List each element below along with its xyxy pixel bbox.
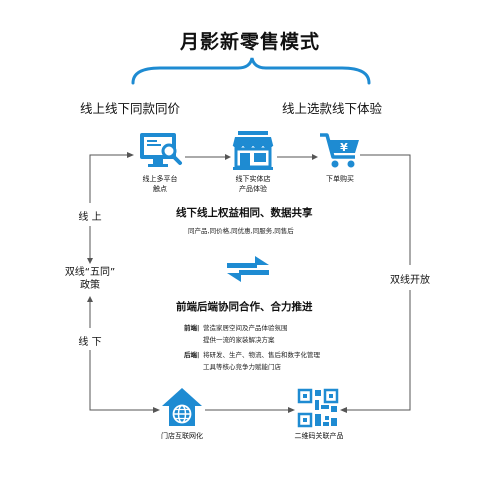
bottom-arrowhead — [288, 407, 295, 413]
arrowhead-2-3 — [312, 154, 318, 160]
left-bottom-arrowhead — [153, 407, 160, 413]
top-icon-2-line1: 线下实体店 — [235, 175, 271, 183]
left-mid-arrowhead — [87, 258, 93, 264]
rights-detail: 同产品,同价格,同优惠,同服务,同售后 — [188, 227, 294, 235]
cooperation-title: 前端后端协同合作、合力推进 — [176, 301, 313, 313]
back-line2: 工具等核心竞争力赋能门店 — [203, 363, 281, 371]
bottom-icon-1-label: 门店互联网化 — [161, 432, 203, 440]
left-top-arrowhead — [127, 152, 134, 158]
right-bottom-arrowhead — [340, 407, 347, 413]
front-line1: 营造家居空间及产品体验氛围 — [203, 324, 288, 332]
rights-title: 线下线上权益相同、数据共享 — [176, 207, 313, 219]
back-line1: 将研发、生产、物流、售后和数字化管理 — [203, 351, 320, 359]
exchange-arrows-icon — [225, 253, 271, 285]
storefront-icon — [232, 129, 274, 171]
top-icon-3-line1: 下单购买 — [326, 175, 354, 183]
policy-line1: 双线“五同” — [64, 267, 116, 278]
title-brace — [131, 57, 371, 85]
left-heading: 线上线下同款同价 — [80, 101, 181, 116]
left-loop-top — [89, 154, 130, 203]
right-loop-bottom — [345, 290, 411, 411]
svg-text:¥: ¥ — [340, 141, 348, 154]
dual-open-label: 双线开放 — [390, 275, 430, 286]
bottom-icon-2-label: 二维码关联产品 — [294, 432, 344, 440]
offline-label: 线 下 — [78, 337, 102, 348]
monitor-search-icon — [137, 131, 185, 171]
right-heading: 线上选款线下体验 — [282, 101, 383, 116]
globe-house-icon — [160, 386, 204, 428]
qr-code-icon — [297, 388, 339, 428]
front-line2: 提供一流的家装解决方案 — [203, 336, 275, 344]
left-mid-arrowhead-2 — [87, 296, 93, 302]
front-label: 前端| — [184, 324, 200, 332]
top-icon-3-label: 下单购买 — [310, 174, 370, 184]
top-icon-2-line2: 产品体验 — [239, 185, 267, 193]
back-label: 后端| — [184, 351, 200, 359]
diagram-title: 月影新零售模式 — [179, 31, 320, 53]
policy-label: 双线“五同” 政策 — [50, 266, 130, 292]
arrowhead-1-2 — [225, 154, 231, 160]
top-icon-1-line2: 触点 — [153, 185, 167, 193]
shopping-cart-icon: ¥ — [318, 131, 362, 171]
top-icon-1-label: 线上多平台 触点 — [130, 174, 190, 194]
policy-line2: 政策 — [80, 280, 100, 291]
left-loop-bottom — [89, 350, 155, 411]
right-loop-top — [360, 154, 411, 265]
top-icon-1-line1: 线上多平台 — [142, 175, 178, 183]
online-label: 线 上 — [78, 212, 102, 223]
top-icon-2-label: 线下实体店 产品体验 — [222, 174, 284, 194]
